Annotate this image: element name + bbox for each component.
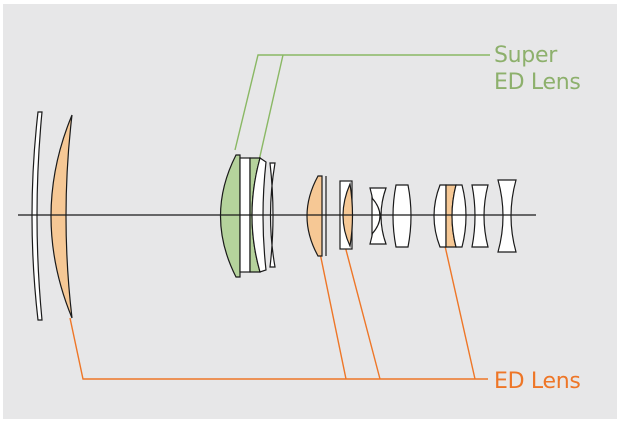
super-ed-label-line1: Super	[494, 43, 557, 68]
super-ed-leaders	[234, 54, 490, 166]
super-ed-lens-label: Super ED Lens	[494, 42, 581, 96]
ed-leader-front	[69, 317, 488, 380]
ed-leader-3	[344, 245, 381, 380]
lens-group-super-ed	[219, 154, 276, 278]
lens-element	[371, 196, 381, 236]
lens-group-4	[369, 184, 412, 248]
lens-element	[433, 184, 447, 248]
ed-lens-element	[50, 114, 73, 319]
ed-lens-label: ED Lens	[494, 369, 581, 394]
ed-leader-4	[444, 245, 476, 380]
super-ed-lens-element	[219, 154, 241, 278]
ed-lens-element	[306, 175, 323, 257]
super-ed-leader-1	[234, 54, 490, 151]
super-ed-label-line2: ED Lens	[494, 70, 581, 95]
lens-element	[471, 184, 489, 248]
lens-element	[497, 179, 517, 253]
lens-group-5	[433, 179, 517, 253]
lens-element	[31, 111, 43, 321]
lens-group-3	[306, 175, 354, 257]
ed-leaders	[69, 245, 488, 380]
super-ed-leader-2	[257, 54, 284, 166]
lens-element	[451, 184, 467, 248]
ed-leader-2	[319, 252, 347, 380]
lens-element	[392, 184, 412, 248]
lens-group-front	[31, 111, 73, 321]
